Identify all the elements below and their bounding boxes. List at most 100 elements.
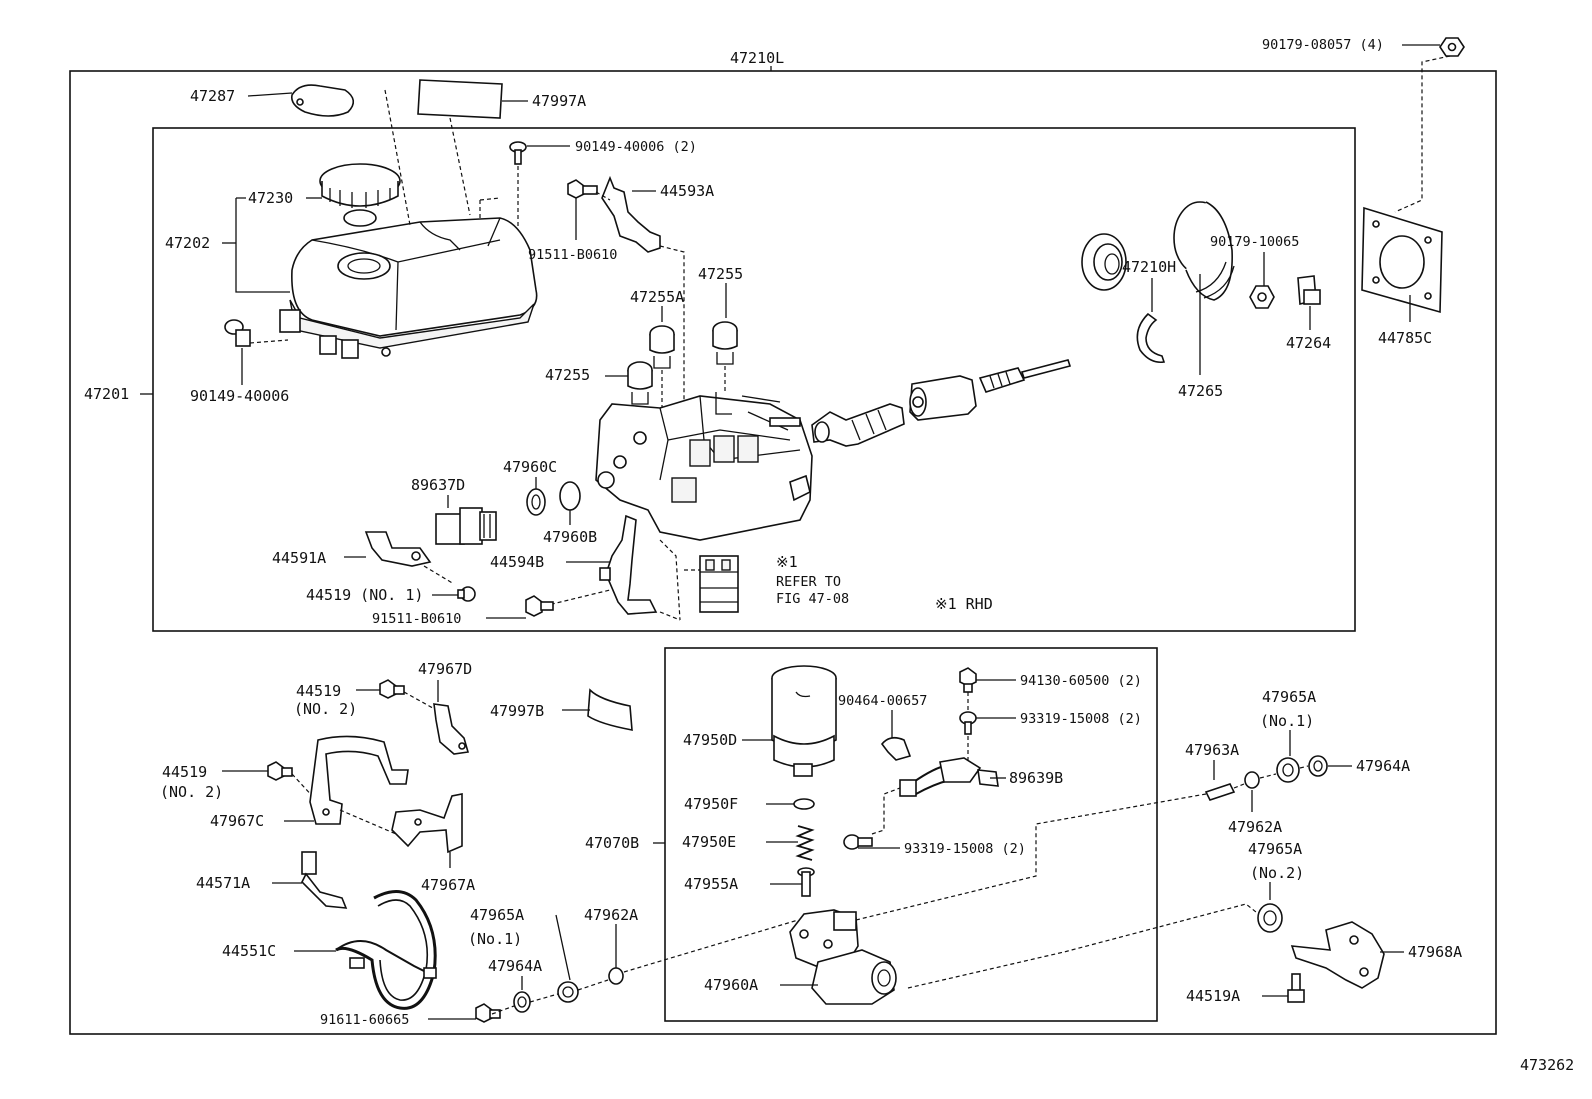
label-47264: 47264 bbox=[1286, 334, 1331, 352]
label-47287: 47287 bbox=[190, 87, 235, 105]
label-90149-40006-2: 90149-40006 (2) bbox=[575, 139, 697, 155]
screw-90149-40006-top bbox=[509, 141, 527, 165]
label-89639B: 89639B bbox=[1009, 769, 1063, 787]
bracket-44591A bbox=[364, 531, 432, 567]
sensor-89639B bbox=[899, 757, 999, 797]
label-91511-B0610-bottom: 91511-B0610 bbox=[372, 611, 461, 627]
gasket-44785C bbox=[1361, 206, 1443, 314]
label-44785C: 44785C bbox=[1378, 329, 1432, 347]
clevis-47264 bbox=[1297, 275, 1321, 306]
piston-sleeve bbox=[909, 375, 977, 421]
label-47997B: 47997B bbox=[490, 702, 544, 720]
plug-47255-right bbox=[712, 321, 738, 365]
label-47265: 47265 bbox=[1178, 382, 1223, 400]
reservoir-cap-47230 bbox=[319, 163, 401, 227]
plug-47255-left bbox=[627, 361, 653, 405]
label-94130-60500: 94130-60500 (2) bbox=[1020, 673, 1142, 689]
tube-44571A bbox=[301, 851, 348, 909]
label-91511-B0610-top: 91511-B0610 bbox=[528, 247, 617, 263]
screw-90149-40006 bbox=[224, 319, 251, 347]
label-90149-40006: 90149-40006 bbox=[190, 387, 289, 405]
washer-47960C bbox=[526, 488, 546, 516]
bolt-44519-no2-mid bbox=[267, 761, 293, 781]
reservoir-tank bbox=[289, 217, 538, 349]
assembly-label: 47210L bbox=[730, 49, 784, 67]
insulator-47997B bbox=[587, 688, 633, 731]
label-44591A: 44591A bbox=[272, 549, 326, 567]
sensor-89637D bbox=[435, 507, 497, 545]
collar-47964A-left bbox=[513, 991, 531, 1013]
note-marker: ※1 bbox=[776, 553, 798, 571]
label-44571A: 44571A bbox=[196, 874, 250, 892]
label-47964A-right: 47964A bbox=[1356, 757, 1410, 775]
clamp-90464-00657 bbox=[880, 736, 912, 761]
bolt-91611-60665 bbox=[475, 1003, 501, 1023]
label-44519A: 44519A bbox=[1186, 987, 1240, 1005]
label-47950F: 47950F bbox=[684, 795, 738, 813]
collar-47964A-right bbox=[1308, 755, 1328, 777]
label-47965A-r2-sub: (No.2) bbox=[1250, 864, 1304, 882]
bolt-91511-B0610-bottom bbox=[525, 595, 554, 617]
washer-47950F bbox=[793, 798, 815, 810]
label-44594B: 44594B bbox=[490, 553, 544, 571]
label-47965A-left-sub: (No.1) bbox=[468, 930, 522, 948]
label-90464-00657: 90464-00657 bbox=[838, 693, 927, 709]
label-47950D: 47950D bbox=[683, 731, 737, 749]
sleeve-47962A-left bbox=[608, 967, 624, 985]
label-47964A-left: 47964A bbox=[488, 957, 542, 975]
screw-93319-15008-bottom bbox=[843, 834, 873, 850]
label-47255-right: 47255 bbox=[698, 265, 743, 283]
label-47070B: 47070B bbox=[585, 834, 639, 852]
relay-block bbox=[699, 555, 739, 613]
bolt-94130-60500 bbox=[959, 667, 977, 693]
label-47967D: 47967D bbox=[418, 660, 472, 678]
label-44519-no2-top-sub: (NO. 2) bbox=[294, 700, 357, 718]
push-rod bbox=[978, 359, 1072, 393]
label-47201: 47201 bbox=[84, 385, 129, 403]
label-47967A: 47967A bbox=[421, 876, 475, 894]
label-47965A-r1-sub: (No.1) bbox=[1260, 712, 1314, 730]
bracket-44594B bbox=[599, 514, 658, 615]
hydraulic-booster-body bbox=[595, 392, 813, 541]
master-cylinder-frame bbox=[152, 127, 1356, 632]
label-47963A: 47963A bbox=[1185, 741, 1239, 759]
label-47210H: 47210H bbox=[1122, 258, 1176, 276]
label-47230: 47230 bbox=[248, 189, 293, 207]
bolt-44519-no2-top bbox=[379, 679, 405, 699]
bolt-44519-no1 bbox=[457, 586, 476, 602]
note-rhd: ※1 RHD bbox=[935, 595, 993, 613]
label-44519-no2-top: 44519 bbox=[296, 682, 341, 700]
label-47950E: 47950E bbox=[682, 833, 736, 851]
label-44593A: 44593A bbox=[660, 182, 714, 200]
note-refer-line2: FIG 47-08 bbox=[776, 591, 849, 607]
figure-number: 473262 bbox=[1520, 1056, 1574, 1074]
screw-93319-15008-top bbox=[959, 711, 977, 735]
label-47960B: 47960B bbox=[543, 528, 597, 546]
motor-47950D bbox=[771, 665, 837, 777]
o-ring-47960B bbox=[559, 481, 581, 511]
label-91611-60665: 91611-60665 bbox=[320, 1012, 409, 1028]
label-47965A-r1: 47965A bbox=[1262, 688, 1316, 706]
label-47962A-left: 47962A bbox=[584, 906, 638, 924]
label-47965A-r2: 47965A bbox=[1248, 840, 1302, 858]
label-93319-15008-bottom: 93319-15008 (2) bbox=[904, 841, 1026, 857]
label-47255-left: 47255 bbox=[545, 366, 590, 384]
pin-47963A bbox=[1204, 783, 1236, 801]
label-44551C: 44551C bbox=[222, 942, 276, 960]
label-44519-no1: 44519 (NO. 1) bbox=[306, 586, 423, 604]
note-refer-line1: REFER TO bbox=[776, 574, 841, 590]
bushing-47965A-left bbox=[557, 981, 579, 1003]
label-44519-no2-mid: 44519 bbox=[162, 763, 207, 781]
label-47255A: 47255A bbox=[630, 288, 684, 306]
reservoir-fittings bbox=[279, 309, 391, 359]
pipe-44551C bbox=[335, 890, 437, 1010]
label-47960A: 47960A bbox=[704, 976, 758, 994]
bushing-47965A-r2 bbox=[1257, 903, 1283, 933]
bolt-44519A bbox=[1287, 973, 1305, 1003]
label-47967C: 47967C bbox=[210, 812, 264, 830]
boot-ring bbox=[1081, 233, 1127, 291]
label-47202: 47202 bbox=[165, 234, 210, 252]
sleeve-47962A-right bbox=[1244, 771, 1260, 789]
piston-rod bbox=[811, 403, 905, 447]
pump-motor-frame bbox=[664, 647, 1158, 1022]
